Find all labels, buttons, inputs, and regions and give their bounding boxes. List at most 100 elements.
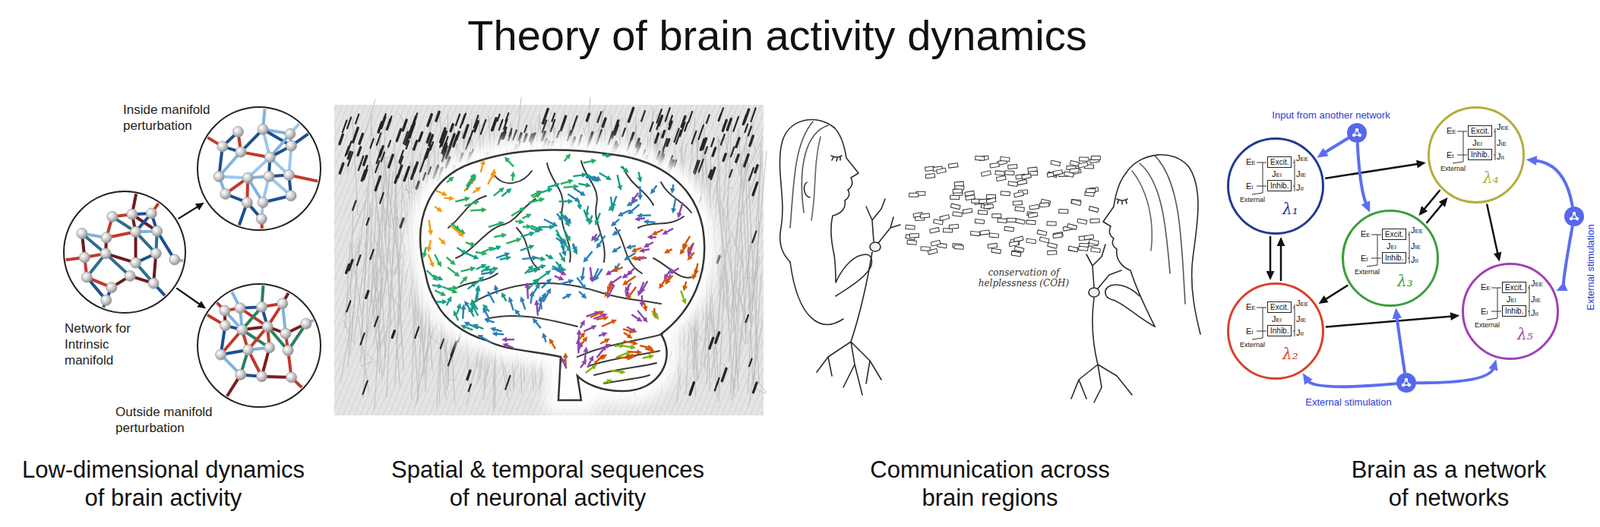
activity-arrow-head: [624, 286, 630, 293]
message-dash: [1090, 247, 1101, 253]
activity-arrow-head: [643, 242, 650, 247]
message-dash: [1088, 239, 1099, 245]
activity-arrow-head: [504, 156, 510, 162]
activity-arrow-head: [595, 176, 602, 181]
source-label: External stimulation: [1287, 396, 1410, 409]
spike-mark: [497, 114, 500, 121]
activity-arrow-head: [581, 336, 588, 343]
arrow-head: [1266, 271, 1275, 281]
connector: [1357, 143, 1371, 213]
connector-line: [1280, 244, 1283, 281]
spike-mark: [721, 368, 727, 381]
activity-arrow-head: [591, 176, 598, 182]
spike-mark: [366, 290, 369, 298]
activity-arrow-head: [501, 233, 508, 239]
activity-arrow-head: [583, 346, 589, 352]
sketch-ground: [334, 104, 764, 416]
activity-arrow-head: [490, 326, 497, 333]
spike-mark: [404, 167, 409, 181]
message-dash: [986, 198, 997, 205]
sketch-stroke: [595, 123, 604, 134]
message-dash: [909, 192, 919, 197]
parameter-label: EE: [1480, 283, 1491, 293]
sketch-stroke: [351, 199, 367, 235]
subnetwork-circle: EEJEEJEIJIEEIJIIExternalλ₁Excit.Inhib.: [1226, 137, 1325, 235]
stimulus-source: Input from another network: [1347, 123, 1367, 143]
message-dash: [1090, 218, 1100, 224]
message-dash: [980, 230, 990, 235]
connector-line: [1269, 237, 1272, 273]
parameter-label: JII: [1296, 328, 1304, 339]
spike-mark: [366, 218, 369, 225]
activity-arrow-head: [471, 282, 478, 288]
panel-caption: Low-dimensional dynamics of brain activi…: [15, 455, 312, 513]
network-unit: [277, 298, 288, 310]
activity-arrow-head: [440, 290, 447, 296]
spike-mark: [396, 129, 401, 141]
parameter-label: JEE: [1530, 279, 1544, 289]
message-dash: [1079, 157, 1089, 162]
population-box: Excit.: [1467, 125, 1493, 137]
parameter-label: JIE: [1530, 295, 1541, 305]
arrow-head: [1416, 160, 1427, 169]
spike-mark: [345, 146, 349, 156]
activity-arrow-head: [631, 247, 638, 253]
sketch-stroke: [440, 349, 447, 400]
circle-label: Network for Intrinsic manifold: [64, 320, 149, 369]
spike-mark: [674, 128, 680, 142]
activity-arrow-head: [480, 264, 487, 269]
activity-arrow-head: [515, 237, 522, 244]
population-label: Inhib.: [1270, 325, 1289, 336]
message-dash: [1088, 206, 1099, 213]
parameter-label: JEI: [1271, 170, 1282, 180]
spike-mark: [468, 384, 472, 392]
sketch-stroke: [369, 128, 383, 163]
spike-mark: [560, 116, 566, 130]
connector-line: [1357, 143, 1367, 205]
activity-arrow-head: [557, 215, 563, 222]
activity-arrow-head: [461, 276, 468, 283]
sketch-stroke: [738, 129, 751, 324]
connector: [1486, 204, 1502, 262]
activity-arrow-head: [565, 235, 570, 242]
activity-arrow-head: [452, 285, 459, 291]
arrow-head: [1302, 373, 1313, 385]
activity-arrow-head: [464, 322, 471, 327]
activity-arrow-head: [566, 246, 572, 253]
spike-mark: [405, 131, 411, 145]
population-box: Excit.: [1381, 228, 1407, 241]
activity-arrow-head: [598, 310, 605, 316]
parameter-label: JEE: [1296, 299, 1309, 309]
source-icon: [1564, 206, 1585, 227]
activity-arrow-head: [427, 230, 434, 236]
sketch-stroke: [480, 116, 493, 127]
message-dash: [1078, 246, 1088, 251]
population-label: Excit.: [1270, 302, 1289, 313]
activity-arrow-head: [601, 344, 608, 351]
spike-mark: [556, 131, 560, 138]
activity-arrow-head: [534, 283, 541, 290]
sketch-stroke: [391, 217, 398, 221]
activity-arrow-head: [558, 275, 565, 281]
panel-caption: Spatial & temporal sequences of neuronal…: [385, 455, 710, 513]
spike-mark: [561, 121, 564, 130]
input-label: External: [1239, 341, 1265, 350]
network-unit: [220, 188, 231, 200]
activity-arrow-head: [518, 218, 525, 225]
activity-arrow-head: [630, 353, 636, 359]
activity-arrow-head: [531, 255, 538, 261]
sketch-stroke: [449, 379, 454, 381]
network-unit: [241, 197, 253, 209]
connector: [1318, 285, 1348, 304]
activity-arrow-head: [650, 188, 656, 195]
activity-arrow-head: [464, 196, 471, 203]
spike-mark: [376, 148, 383, 164]
brain-gyri: [448, 161, 692, 384]
activity-arrow-head: [607, 285, 612, 292]
activity-arrow-head: [470, 241, 477, 247]
activity-arrow-head: [540, 264, 547, 270]
network-unit: [263, 170, 275, 182]
arrow-head: [1392, 308, 1403, 320]
sketch-stroke: [737, 233, 752, 382]
